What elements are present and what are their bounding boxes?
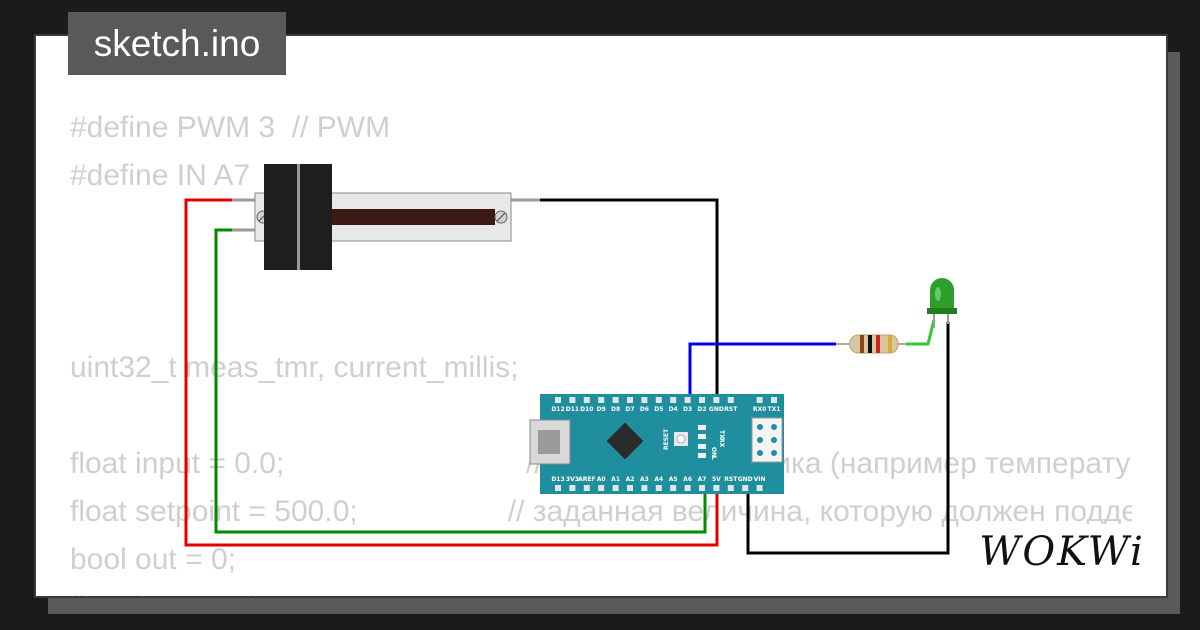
pin-label: A6 <box>683 476 692 483</box>
pin-a5[interactable] <box>670 485 677 491</box>
pin-d9[interactable] <box>598 397 605 403</box>
pin-label: RST <box>724 476 738 483</box>
pin-gnd[interactable] <box>713 397 720 403</box>
pin-gnd[interactable] <box>742 485 749 491</box>
pin-d5[interactable] <box>655 397 662 403</box>
code-line: #define IN A7 <box>70 159 251 192</box>
wire-black-gnd-led[interactable] <box>746 322 950 555</box>
code-line: uint32_t meas_tmr, current_millis; <box>70 351 519 384</box>
code-line: bool out = 0; <box>70 543 236 576</box>
pin-label: D13 <box>551 476 564 483</box>
pin-label: D5 <box>654 406 663 413</box>
pin-label: AREF <box>578 476 595 483</box>
pin-5v[interactable] <box>713 485 720 491</box>
pin-rst[interactable] <box>727 397 734 403</box>
pin-label: A7 <box>698 476 707 483</box>
pin-a7[interactable] <box>699 485 705 491</box>
pin-label: D9 <box>597 406 606 413</box>
pin-label: GND <box>738 476 753 483</box>
led-label-tx: TX <box>718 430 725 439</box>
pin-label: A1 <box>611 476 620 483</box>
pin-d3[interactable] <box>684 397 691 403</box>
pin-d6[interactable] <box>641 397 648 403</box>
pin-a4[interactable] <box>655 485 662 491</box>
pin-label: A5 <box>669 476 678 483</box>
pin-label: TX1 <box>768 406 781 413</box>
pin-label: D7 <box>625 406 634 413</box>
pin-label: A4 <box>654 476 663 483</box>
green-led[interactable] <box>927 278 957 328</box>
pin-label: D3 <box>683 406 692 413</box>
pin-d12[interactable] <box>555 397 561 403</box>
led-label-l: L <box>710 456 717 460</box>
slide-potentiometer[interactable] <box>232 164 540 270</box>
code-line: #define PWM 3 // PWM <box>70 111 391 144</box>
pin-tx1[interactable] <box>771 397 777 403</box>
pin-label: D12 <box>551 406 564 413</box>
pin-vin[interactable] <box>756 485 763 491</box>
pin-d11[interactable] <box>569 397 576 403</box>
pin-label: D6 <box>640 406 649 413</box>
pin-d7[interactable] <box>627 397 633 403</box>
pin-3v3[interactable] <box>569 485 576 491</box>
pin-a6[interactable] <box>684 485 691 491</box>
code-line: float hysteresis = 2; <box>70 584 1132 596</box>
pin-rst[interactable] <box>727 485 734 491</box>
pin-d8[interactable] <box>612 397 619 403</box>
pin-d13[interactable] <box>555 485 561 491</box>
pin-label: RST <box>724 406 738 413</box>
pin-a0[interactable] <box>598 485 605 491</box>
pin-label: D2 <box>697 406 706 413</box>
pin-d4[interactable] <box>670 397 677 403</box>
wire-red-5v[interactable] <box>184 198 719 547</box>
wokwi-logo: WOKWi <box>974 524 1150 580</box>
sketch-filename-tab[interactable]: sketch.ino <box>68 12 286 75</box>
code-line: float setpoint = 500.0; // заданная вели… <box>70 495 1132 528</box>
pin-label: D10 <box>580 406 593 413</box>
pin-label: A0 <box>597 476 606 483</box>
led-label-on: ON <box>710 447 717 457</box>
pin-d2[interactable] <box>699 397 705 403</box>
pin-a1[interactable] <box>612 485 619 491</box>
pin-d10[interactable] <box>583 397 590 403</box>
pin-aref[interactable] <box>583 485 590 491</box>
pin-a3[interactable] <box>641 485 648 491</box>
pin-label: 5V <box>712 476 721 483</box>
reset-label: RESET <box>663 428 670 450</box>
resistor[interactable] <box>836 334 906 354</box>
pin-a2[interactable] <box>627 485 633 491</box>
pin-label: D4 <box>669 406 678 413</box>
wire-black-gnd-pot[interactable] <box>510 198 719 398</box>
pin-label: VIN <box>754 476 766 483</box>
wire-green-a7[interactable] <box>214 228 707 534</box>
wire-blue-d3[interactable] <box>688 342 836 398</box>
wire-green-led[interactable] <box>906 319 936 346</box>
pin-label: GND <box>709 406 724 413</box>
preview-card: #define PWM 3 // PWM #define IN A7 uint32_… <box>34 34 1168 598</box>
pin-label: D11 <box>566 406 579 413</box>
pin-rx0[interactable] <box>756 397 763 403</box>
led-label-rx: RX <box>718 438 725 448</box>
pin-label: RX0 <box>753 406 766 413</box>
pin-label: D8 <box>611 406 620 413</box>
pin-label: A2 <box>626 476 635 483</box>
pin-label: A3 <box>640 476 649 483</box>
pin-label: 3V3 <box>566 476 579 483</box>
